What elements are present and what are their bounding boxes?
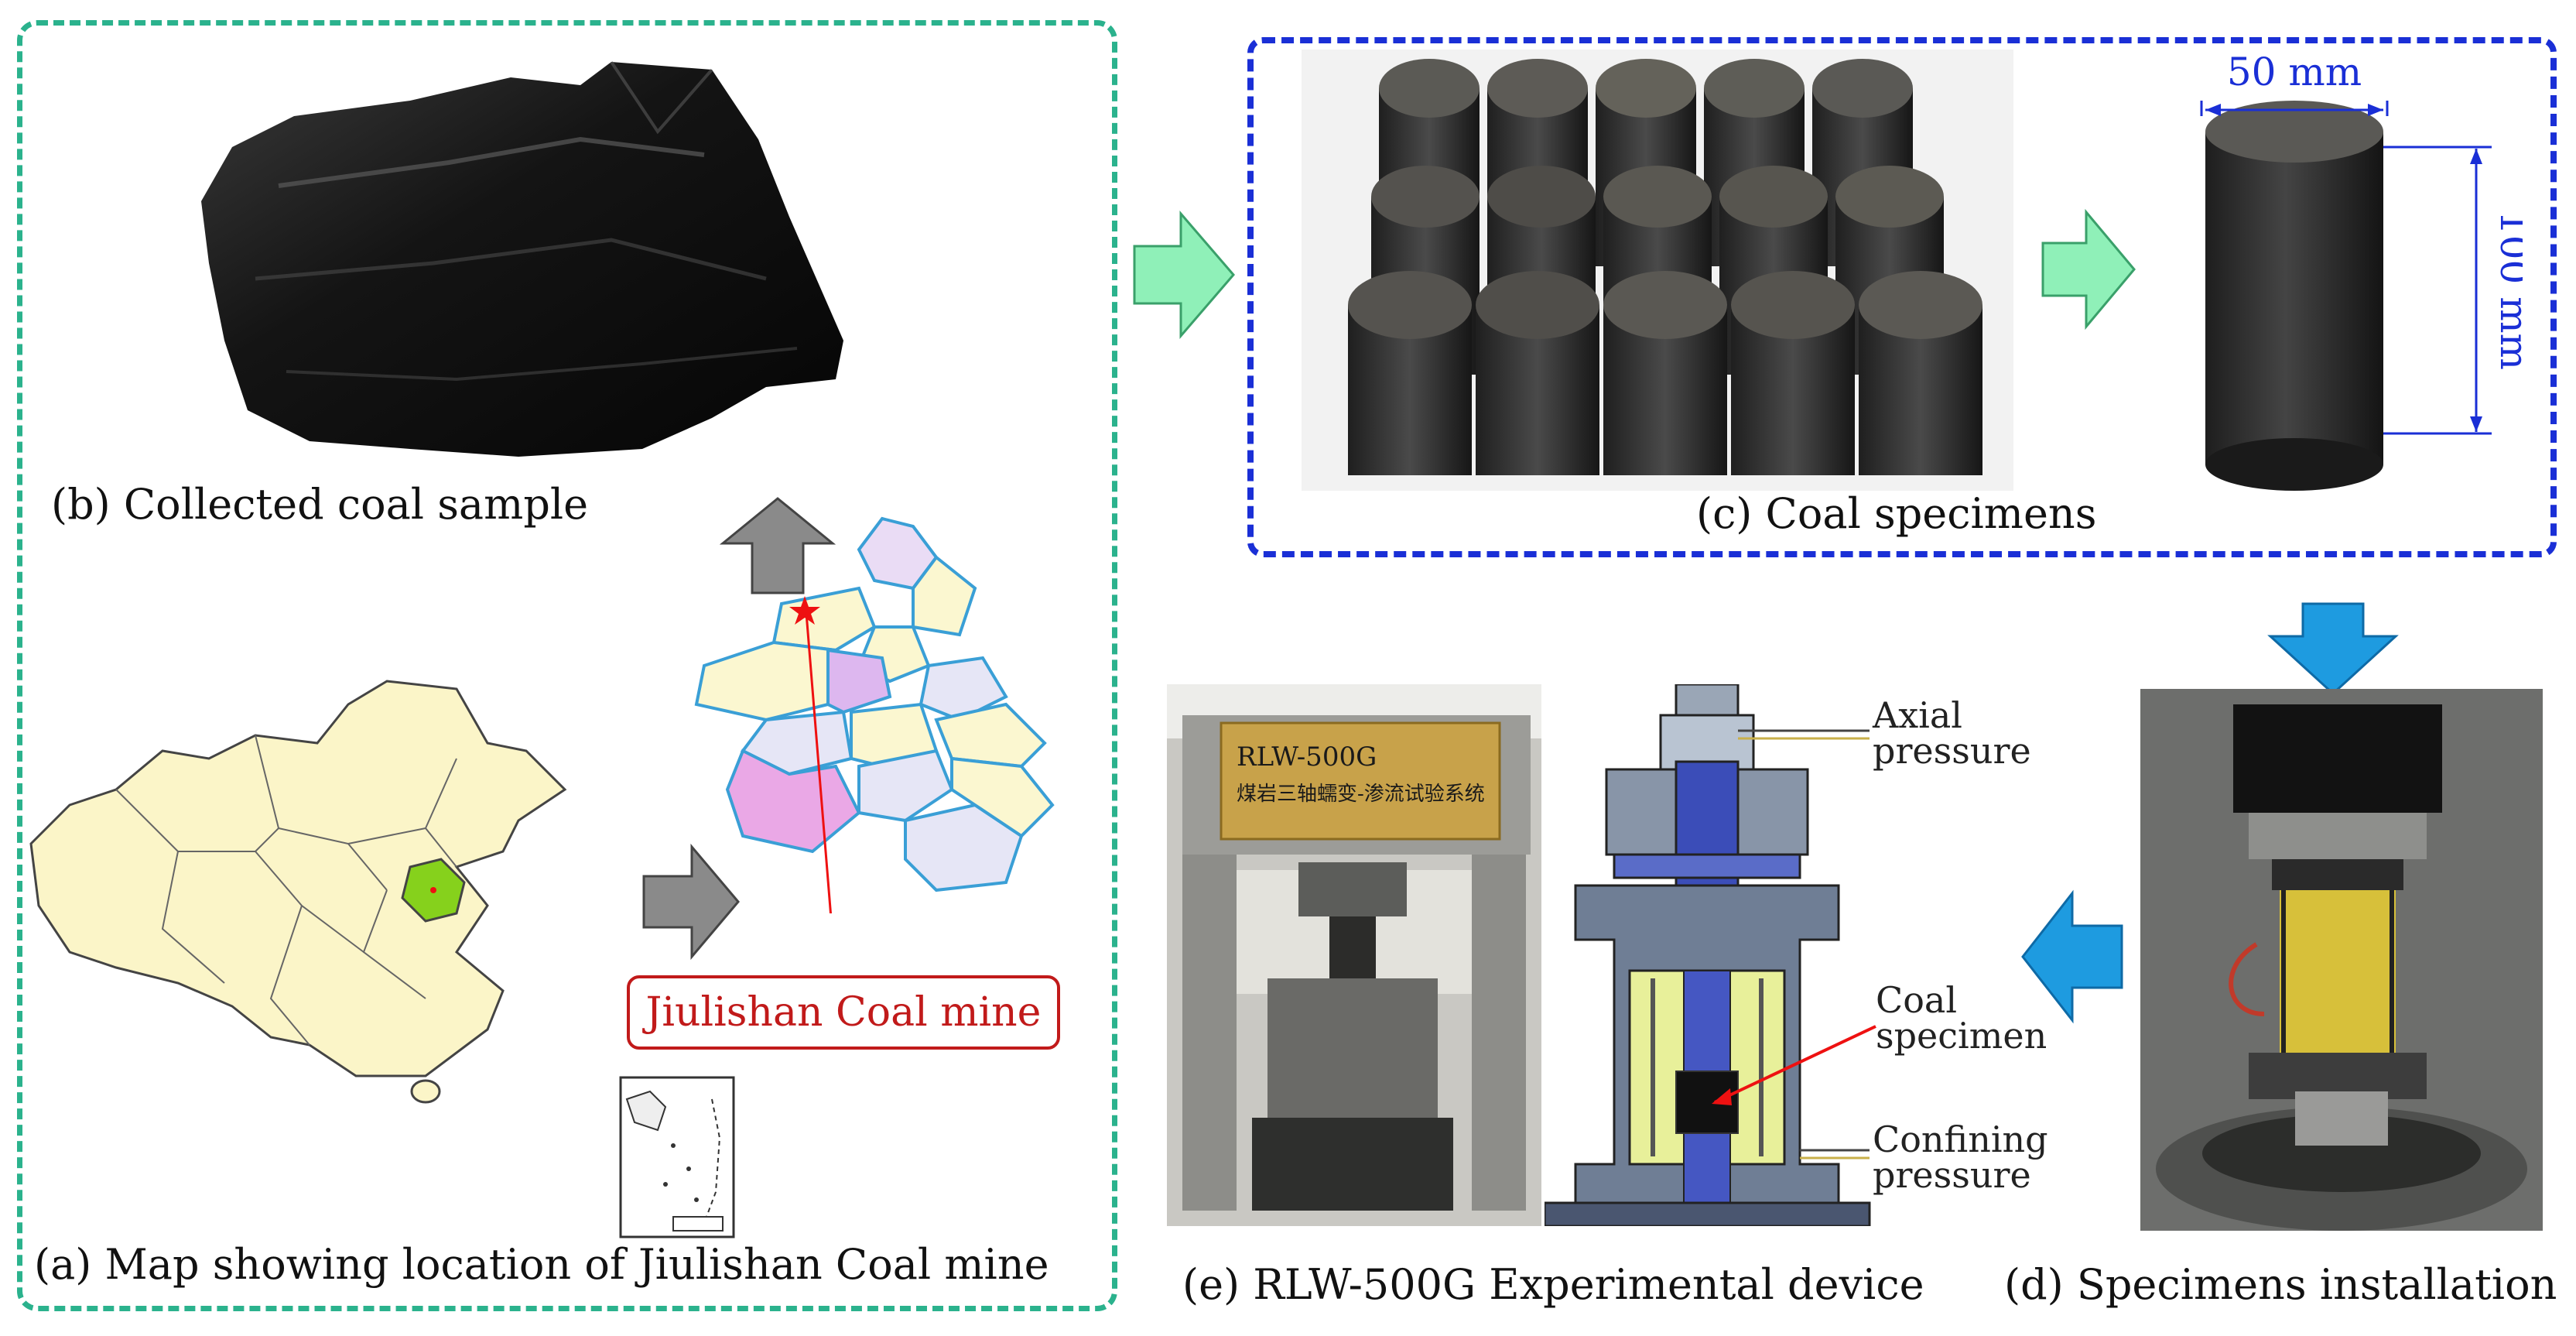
coal-specimens-photo [1302, 50, 2013, 491]
arrow-right-gray-icon [642, 844, 740, 960]
caption-b: (b) Collected coal sample [51, 480, 589, 529]
caption-a: (a) Map showing location of Jiulishan Co… [34, 1240, 1049, 1289]
device-plate-system-name: 煤岩三轴蠕变-渗流试验系统 [1237, 783, 1485, 806]
caption-e: (e) RLW-500G Experimental device [1182, 1260, 1924, 1309]
schematic-label-axial-1: Axial [1873, 694, 1963, 736]
schematic-label-coal-2: specimen [1876, 1015, 2047, 1057]
height-label: 100 mm [2492, 211, 2523, 370]
arrow-up-gray-icon [720, 497, 836, 594]
mine-label-box: Jiulishan Coal mine [627, 975, 1060, 1050]
schematic-label-confining-1: Confining [1873, 1118, 2048, 1160]
arrow-right-green-icon-2 [2041, 208, 2136, 331]
schematic-label-axial-2: pressure [1873, 730, 2031, 772]
triaxial-cell-schematic [1545, 684, 1876, 1226]
specimen-installation-photo [2140, 689, 2543, 1231]
diameter-label: 50 mm [2227, 50, 2362, 94]
china-map [29, 680, 567, 1104]
arrow-left-blue-icon [2021, 889, 2123, 1024]
caption-d: (d) Specimens installation [2004, 1260, 2557, 1309]
schematic-label-confining-2: pressure [1873, 1154, 2031, 1196]
schematic-label-coal-1: Coal [1876, 979, 1958, 1021]
panel-c-frame [1247, 37, 2557, 557]
device-plate-model: RLW-500G [1237, 742, 1377, 772]
arrow-down-blue-icon [2267, 602, 2399, 696]
caption-c: (c) Coal specimens [1696, 489, 2097, 538]
province-map [694, 516, 1055, 913]
device-photo: RLW-500G 煤岩三轴蠕变-渗流试验系统 [1167, 684, 1541, 1226]
arrow-right-green-icon [1133, 210, 1235, 340]
mine-label: Jiulishan Coal mine [645, 989, 1042, 1036]
single-specimen-diagram: 50 mm 100 mm [2200, 50, 2523, 491]
panel-ab-frame [17, 20, 1117, 1311]
coal-sample-photo [178, 46, 874, 480]
south-china-sea-inset [619, 1076, 735, 1238]
